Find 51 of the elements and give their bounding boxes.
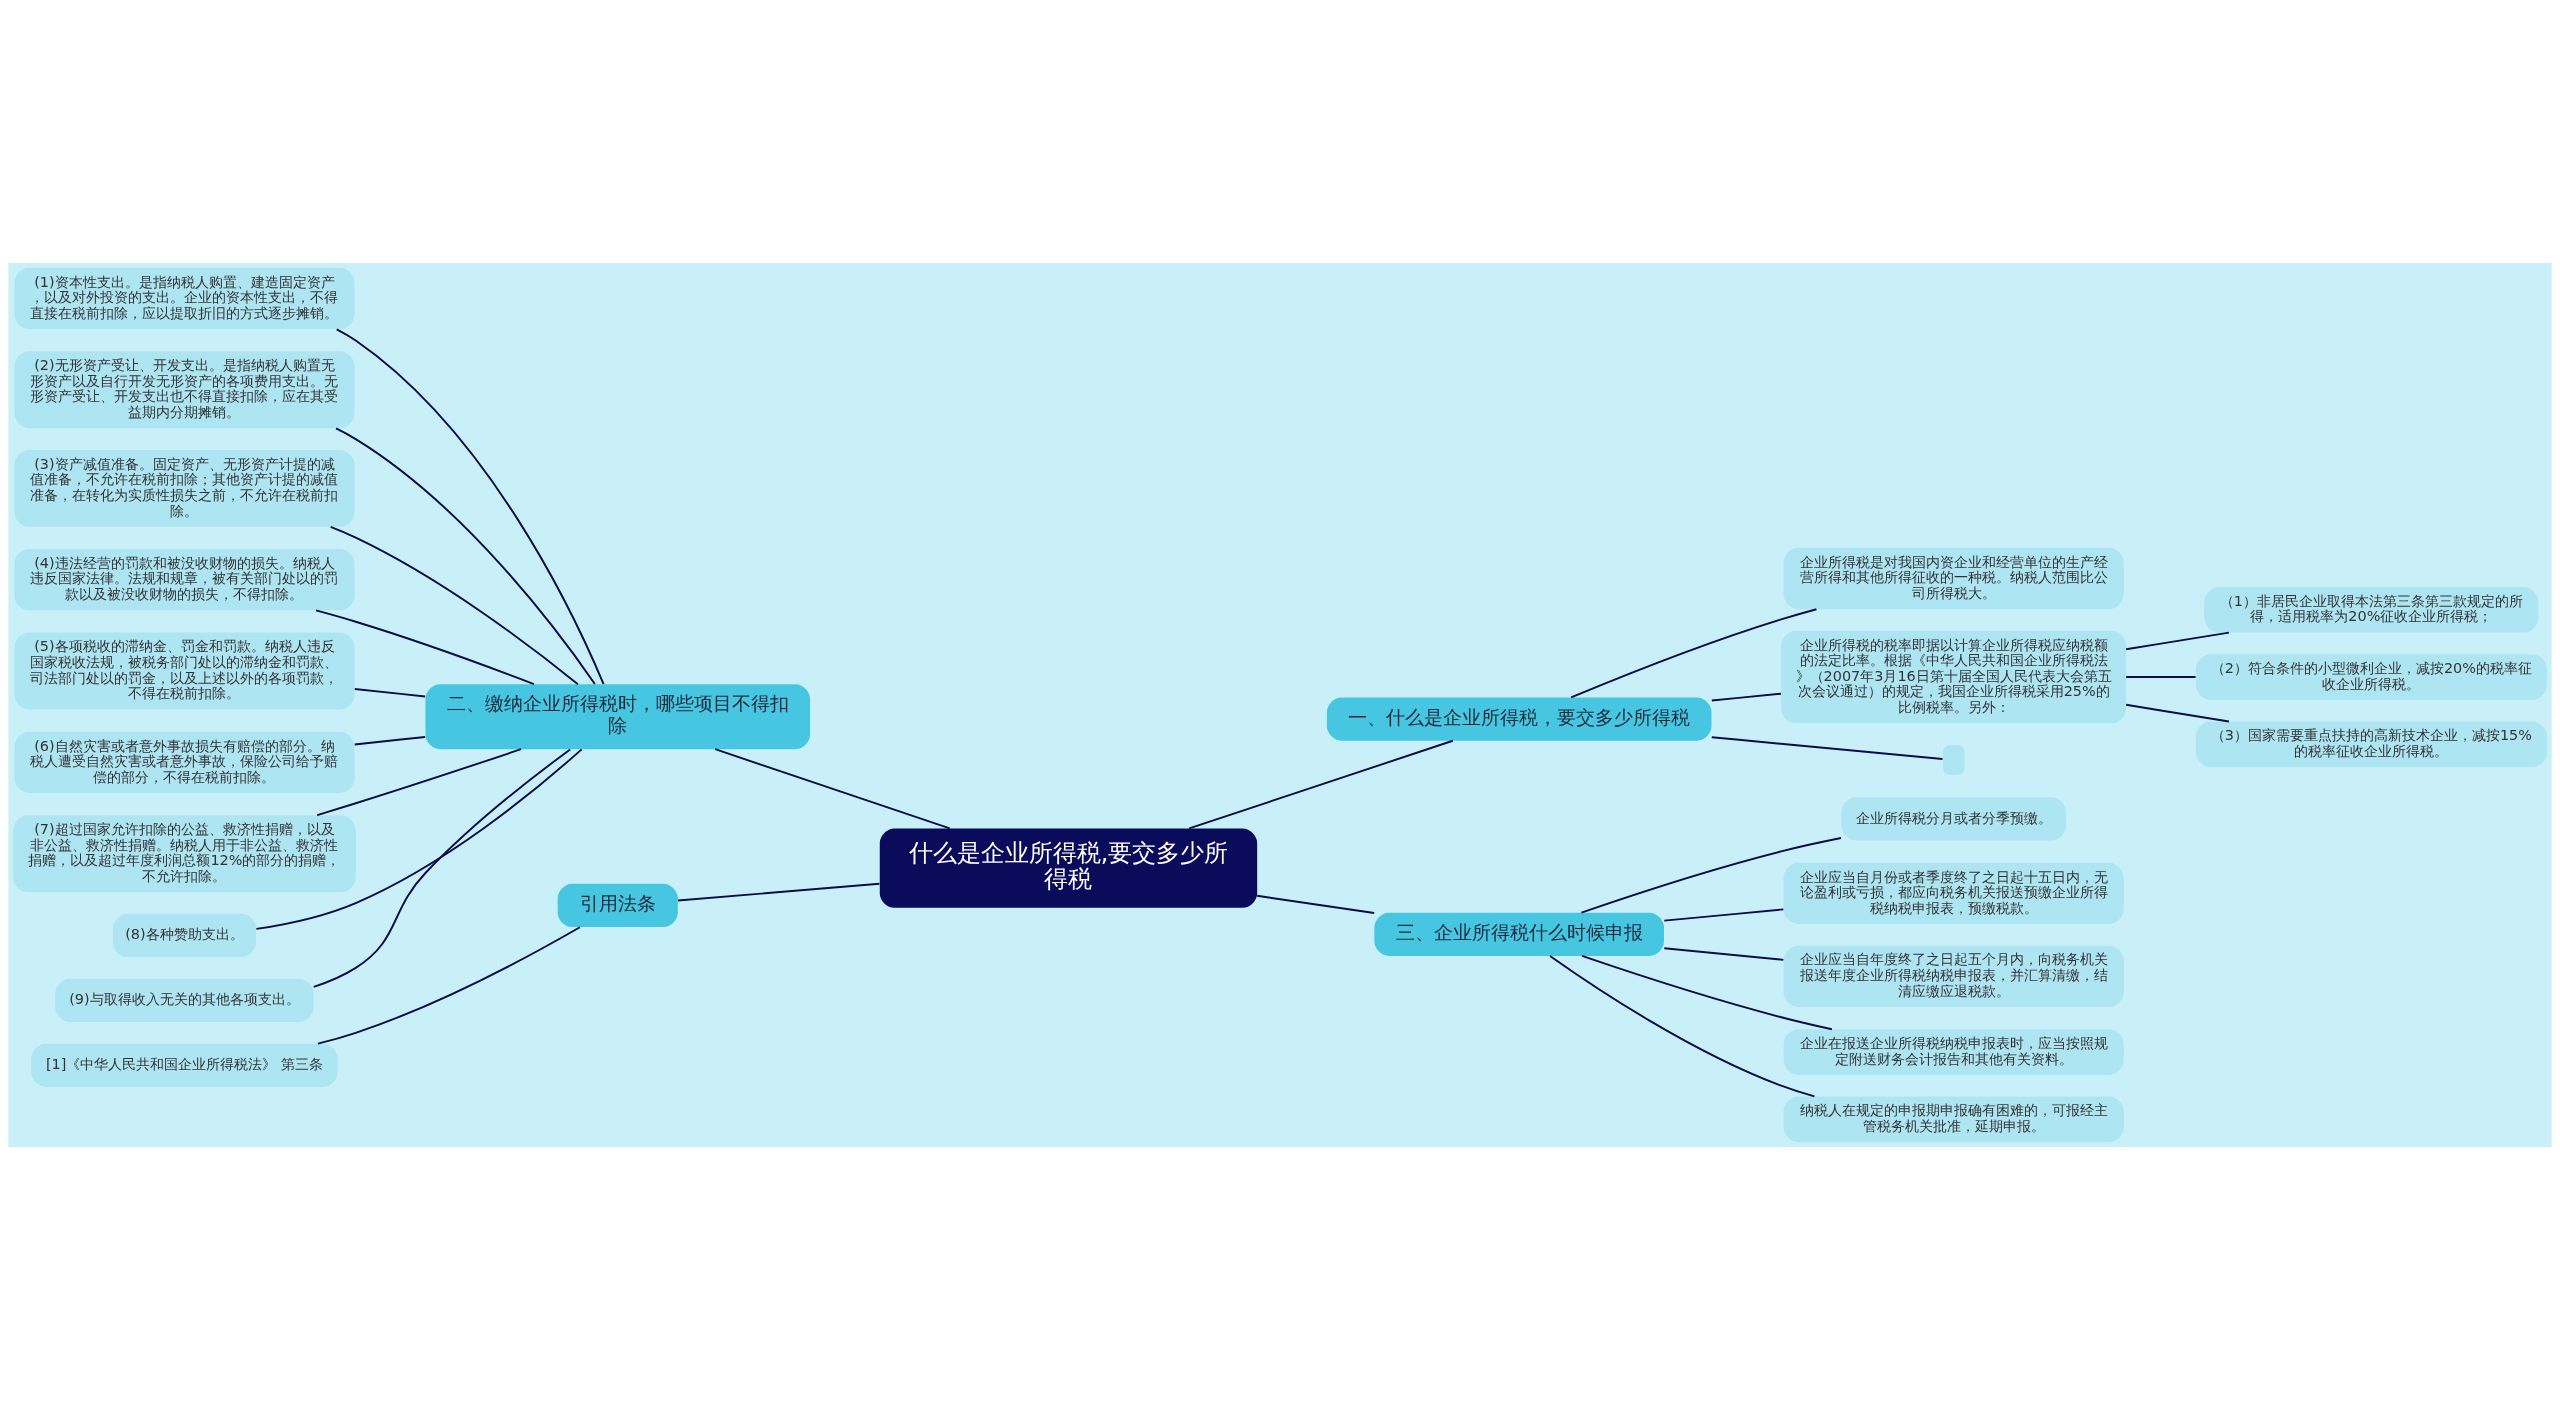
connector [316,747,523,816]
node-box: （1）非居民企业取得本法第三条第三款规定的所得，适用税率为20%征收企业所得税； [2204,586,2539,633]
connector [353,735,427,745]
node-box [1942,744,1965,775]
node-box: 一、什么是企业所得税，要交多少所得税 [1326,697,1712,741]
node-box: (4)违法经营的罚款和被没收财物的损失。纳税人违反国家法律。法规和规章，被有关部门处以的罚款以及被没收财物的损失，不得扣除。 [14,548,355,610]
node-box: 引用法条 [557,883,678,927]
connector [1663,946,1785,961]
connector [2125,703,2230,722]
connector [1580,836,1842,913]
connector [2125,675,2197,678]
connector [353,687,427,697]
node-box: 企业应当自年度终了之日起五个月内，向税务机关报送年度企业所得税纳税申报表，并汇算清缴，结清应缴应退税款。 [1783,945,2124,1007]
node-box: (9)与取得收入无关的其他各项支出。 [55,978,314,1022]
node-box: 什么是企业所得税,要交多少所得税 [879,828,1258,908]
node-box: 企业所得税是对我国内资企业和经营单位的生产经营所得和其他所得征收的一种税。纳税人范围比公司所得税大。 [1783,547,2124,609]
connector [1549,954,1816,1097]
connector [2125,631,2230,650]
node-box: （3）国家需要重点扶持的高新技术企业，减按15%的税率征收企业所得税。 [2195,721,2547,767]
connector [1570,607,1818,698]
connector [677,882,881,901]
connector [1581,954,1833,1030]
node-box: (7)超过国家允许扣除的公益、救济性捐赠，以及非公益、救济性捐赠。纳税人用于非公益、救济性捐赠，以及超过年度利润总额12%的部分的捐赠，不允许扣除。 [13,814,356,892]
node-box: [1]《中华人民共和国企业所得税法》 第三条 [31,1043,338,1087]
node-box: (6)自然灾害或者意外事故损失有赔偿的部分。纳税人遭受自然灾害或者意外事故，保险公司给予赔偿的部分，不得在税前扣除。 [14,731,355,793]
node-box: 企业所得税分月或者分季预缴。 [1841,796,2067,840]
node-box: 纳税人在规定的申报期申报确有困难的，可报经主管税务机关批准，延期申报。 [1783,1096,2124,1142]
node-box: （2）符合条件的小型微利企业，减按20%的税率征收企业所得税。 [2195,653,2547,700]
connector [317,925,581,1045]
connector [335,426,596,685]
connector [714,747,951,829]
node-box: 企业应当自月份或者季度终了之日起十五日内，无论盈利或亏损，都应向税务机关报送预缴企业所得税纳税申报表，预缴税款。 [1783,862,2124,924]
connector [335,327,605,685]
connector [1663,907,1785,922]
node-box: (1)资本性支出。是指纳税人购置、建造固定资产，以及对外投资的支出。企业的资本性支出，不得直接在税前扣除，应以提取折旧的方式逐步摊销。 [14,267,355,329]
node-box: (2)无形资产受让、开发支出。是指纳税人购置无形资产以及自行开发无形资产的各项费用支出。无形资产受让、开发支出也不得直接扣除，应在其受益期内分期摊销。 [14,350,355,428]
connector [1710,735,1944,760]
connector [329,525,579,685]
node-box: (5)各项税收的滞纳金、罚金和罚款。纳税人违反国家税收法规，被税务部门处以的滞纳金和罚款、司法部门处以的罚金，以及上述以外的各项罚款，不得在税前扣除。 [14,632,355,709]
connector [315,609,535,685]
node-box: 三、企业所得税什么时候申报 [1374,912,1664,956]
connector [1188,739,1454,829]
node-box: (8)各种赞助支出。 [112,913,256,957]
node-box: 企业所得税的税率即据以计算企业所得税应纳税额的法定比率。根据《中华人民共和国企业所得税法》（2007年3月16日第十届全国人民代表大会第五次会议通过）的规定，我国企业所得税采用25%的比例税率。另外： [1781,630,2127,723]
connector [255,747,583,930]
connector [1710,692,1782,701]
node-box: 二、缴纳企业所得税时，哪些项目不得扣除 [425,683,811,749]
connector [1256,894,1376,914]
connector [312,748,572,988]
node-box: (3)资产减值准备。固定资产、无形资产计提的减值准备，不允许在税前扣除；其他资产计提的减值准备，在转化为实质性损失之前，不允许在税前扣除。 [14,449,355,527]
node-box: 企业在报送企业所得税纳税申报表时，应当按照规定附送财务会计报告和其他有关资料。 [1783,1028,2124,1075]
